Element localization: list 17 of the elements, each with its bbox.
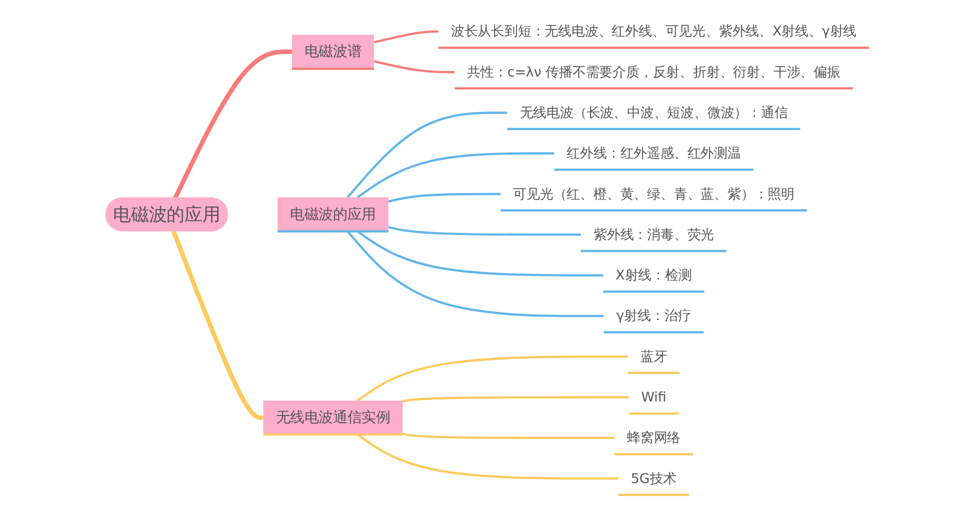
connector: [346, 112, 508, 198]
connector: [388, 226, 581, 236]
node-box: 电磁波谱: [290, 34, 376, 70]
connector: [388, 192, 501, 203]
node-box: 无线电波通信实例: [262, 400, 404, 436]
connector: [356, 356, 628, 402]
connector: [402, 396, 629, 402]
connector: [173, 50, 292, 200]
connector: [172, 230, 264, 420]
connector: [346, 230, 604, 318]
connector: [374, 60, 455, 74]
connector: [356, 230, 604, 276]
connector: [356, 434, 618, 480]
connector: [374, 30, 438, 44]
node-box: 电磁波的应用: [276, 196, 390, 232]
connector: [402, 432, 614, 440]
connector: [356, 152, 554, 198]
